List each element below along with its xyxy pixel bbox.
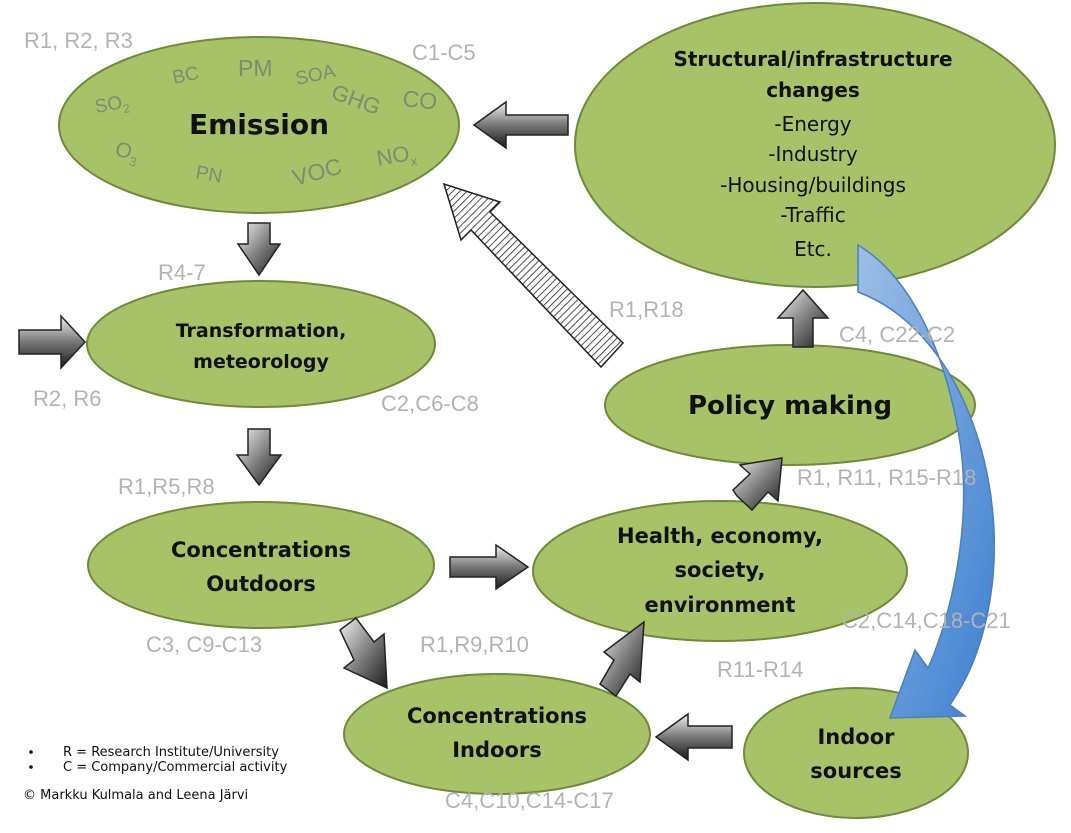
indoors-label-line-1: Concentrations — [407, 704, 587, 728]
arrow-indoors-to-health — [599, 620, 645, 698]
structural-item-etc: Etc. — [794, 237, 832, 261]
ref-r11-r14: R11-R14 — [717, 657, 803, 682]
arrow-health-to-policy — [732, 457, 783, 512]
copyright: © Markku Kulmala and Leena Järvi — [23, 788, 248, 803]
arrow-policy-to-emission — [442, 182, 625, 369]
blue-curved-arrow — [857, 243, 996, 719]
structural-item-energy: -Energy — [774, 112, 851, 136]
ref-r1-r5-r8: R1,R5,R8 — [118, 474, 215, 499]
pollutant-co: CO — [401, 85, 438, 114]
arrow-external-to-transformation — [18, 314, 87, 370]
ref-c2-c6-c8: C2,C6-C8 — [381, 391, 479, 416]
health-label-line-2: society, — [675, 558, 766, 582]
emission-label: Emission — [189, 108, 329, 141]
transformation-label-line-2: meteorology — [193, 351, 329, 373]
indoor-sources-node — [743, 687, 969, 819]
ref-r2-r6: R2, R6 — [33, 386, 101, 411]
structural-title-line-2: changes — [766, 78, 860, 102]
ref-r4-7: R4-7 — [158, 260, 206, 285]
structural-changes-node — [574, 2, 1056, 288]
legend-c-definition: C = Company/Commercial activity — [63, 760, 288, 775]
indoor-sources-label-line-2: sources — [810, 759, 901, 783]
ref-r1-r9-r10: R1,R9,R10 — [420, 632, 529, 657]
ref-r1-r11-r15-r18: R1, R11, R15-R18 — [797, 465, 976, 490]
structural-item-traffic: -Traffic — [780, 203, 845, 227]
pollutant-pm: PM — [238, 55, 273, 81]
arrow-policy-to-structural — [776, 288, 830, 348]
legend-bullet-r — [29, 750, 33, 754]
ref-c4-c22: C4, C22-C2 — [839, 322, 955, 347]
ref-c1-c5: C1-C5 — [412, 40, 476, 65]
arrow-outdoors-to-health — [449, 543, 530, 591]
outdoors-label-line-1: Concentrations — [171, 538, 351, 562]
policy-making-label: Policy making — [688, 391, 892, 421]
pollutant-so2: SO2 — [93, 91, 131, 121]
arrow-transformation-to-outdoors — [235, 428, 283, 487]
arrow-emission-to-transformation — [236, 222, 282, 277]
transformation-node — [86, 280, 436, 408]
ref-c4-c10-c14-c17: C4,C10,C14-C17 — [445, 788, 614, 813]
ref-r1-r18: R1,R18 — [609, 297, 684, 322]
indoors-label-line-2: Indoors — [452, 738, 542, 762]
concentrations-outdoors-node — [87, 501, 435, 629]
legend-r-definition: R = Research Institute/University — [63, 745, 279, 760]
pollutant-o3: O3 — [112, 138, 142, 170]
ref-c3-c9-c13: C3, C9-C13 — [146, 632, 262, 657]
policy-making-node — [604, 344, 976, 466]
indoor-sources-label-line-1: Indoor — [817, 725, 895, 749]
concentrations-indoors-node — [343, 673, 651, 795]
health-economy-node — [532, 500, 908, 642]
emission-node — [58, 36, 460, 214]
arrow-structural-to-emission — [472, 100, 569, 150]
pollutant-nox: NOx — [375, 139, 419, 175]
arrow-outdoors-to-indoors — [339, 616, 388, 690]
transformation-label-line-1: Transformation, — [176, 320, 347, 342]
health-label-line-1: Health, economy, — [617, 524, 823, 548]
legend-bullet-c — [29, 765, 33, 769]
ref-c2-c14-c18-c21: C2,C14,C18-C21 — [842, 608, 1011, 633]
arrow-indoor-sources-to-indoors — [654, 712, 733, 762]
pollutant-pn: PN — [194, 162, 224, 187]
health-label-line-3: environment — [645, 593, 796, 617]
structural-title-line-1: Structural/infrastructure — [673, 47, 952, 71]
structural-item-industry: -Industry — [768, 142, 858, 166]
structural-item-housing: -Housing/buildings — [720, 173, 906, 197]
ref-r1-r2-r3: R1, R2, R3 — [24, 28, 133, 53]
outdoors-label-line-2: Outdoors — [206, 572, 316, 596]
